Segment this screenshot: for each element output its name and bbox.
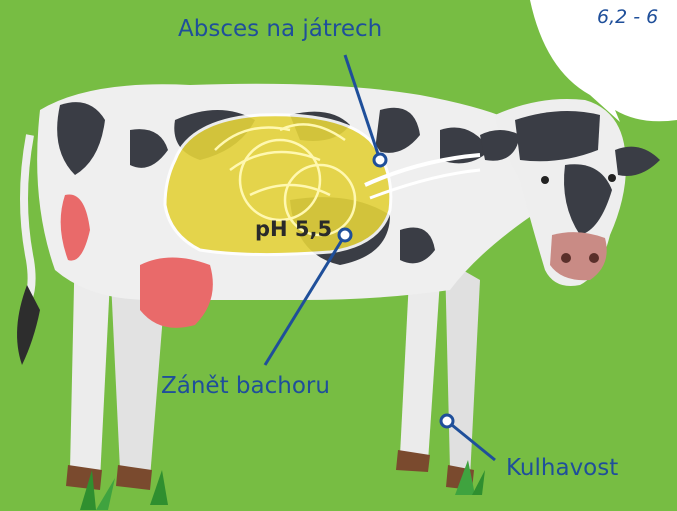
rumenitis-label: Zánět bachoru (161, 373, 330, 399)
normal-ph-text: 6,2 - 6 (597, 6, 658, 28)
udder (140, 258, 213, 328)
tail-tuft (17, 285, 40, 365)
lameness-label: Kulhavost (506, 455, 618, 481)
rumen-ph-label: pH 5,5 (255, 217, 332, 241)
liver-abscess-label: Absces na játrech (178, 16, 382, 42)
